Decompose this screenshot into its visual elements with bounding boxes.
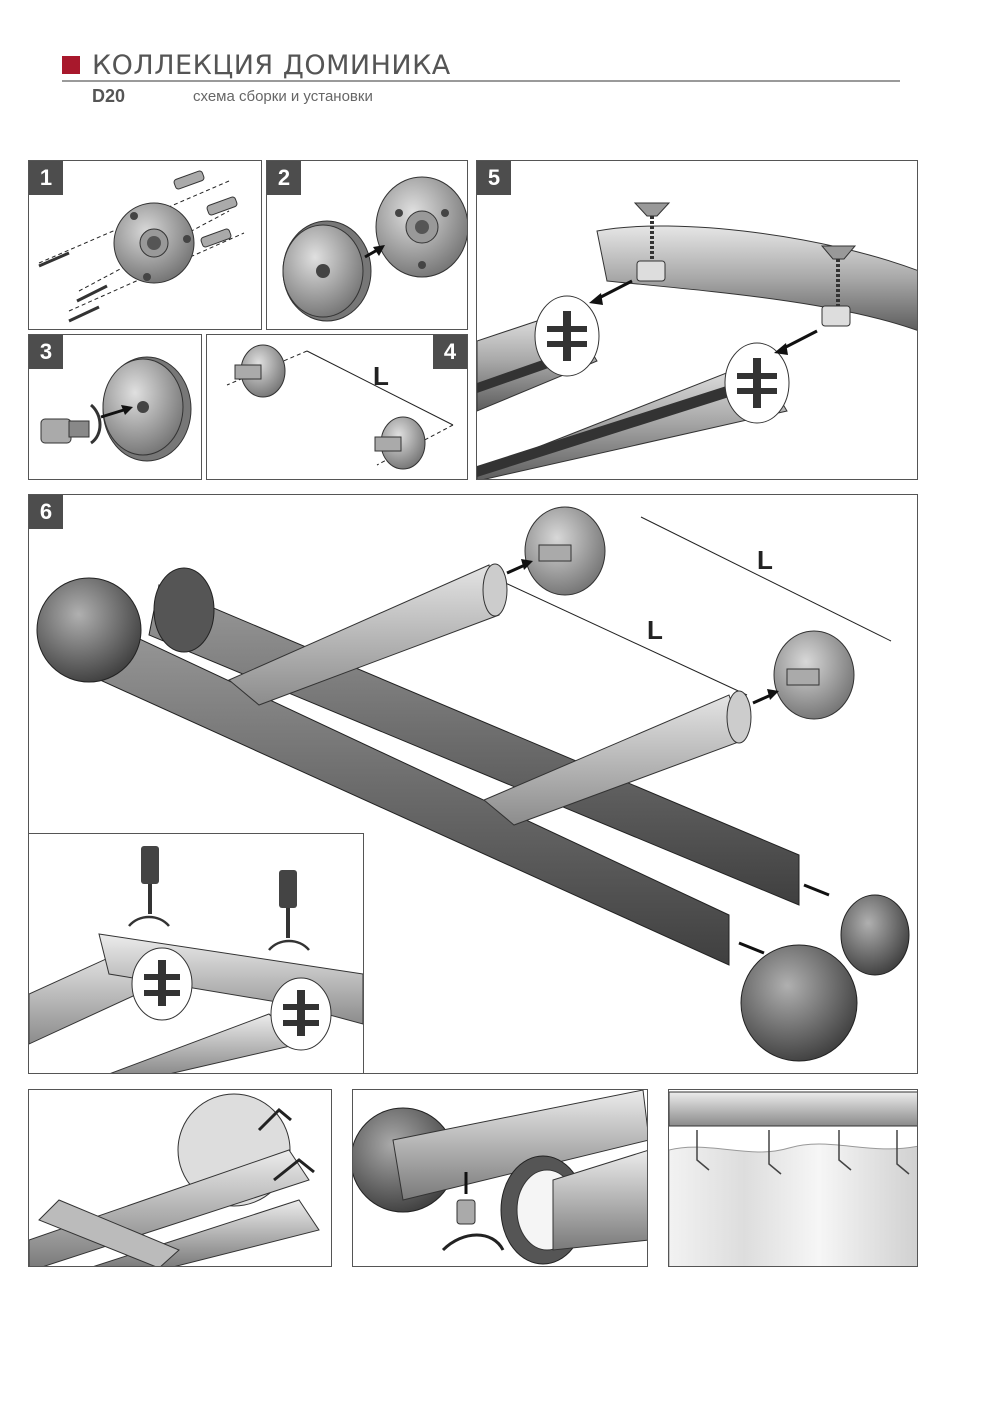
document-subtitle: схема сборки и установки	[193, 88, 373, 105]
step-1-panel: 1	[28, 160, 262, 330]
step-6-inset-detail	[29, 833, 364, 1073]
step-2-badge: 2	[267, 161, 301, 195]
spacing-measure-illustration	[226, 344, 454, 470]
bottom-panel-c	[668, 1089, 918, 1267]
step-4-panel: 4 L	[206, 334, 468, 480]
brand-square-icon	[62, 56, 80, 74]
step-1-badge: 1	[29, 161, 63, 195]
model-code: D20	[92, 86, 126, 106]
step-3-badge: 3	[29, 335, 63, 369]
step-2-panel: 2	[266, 160, 468, 330]
cap-attach-illustration	[282, 176, 467, 322]
full-rod-assembly-illustration	[36, 506, 910, 1062]
runner-insert-illustration	[353, 1090, 647, 1265]
screw-fixing-detail-illustration	[29, 846, 363, 1073]
collection-title: КОЛЛЕКЦИЯ ДОМИНИКА	[92, 50, 451, 81]
step-6-panel: 6 L L	[28, 494, 918, 1074]
step-3-panel: 3	[28, 334, 202, 480]
curtain-hooks-illustration	[669, 1091, 917, 1266]
step-4-badge: 4	[433, 335, 467, 369]
step-5-panel: 5	[476, 160, 918, 480]
step-6-badge: 6	[29, 495, 63, 529]
step-4-distance-label: L	[373, 361, 389, 391]
hex-key-tightening-illustration	[29, 1093, 320, 1266]
bottom-panel-b	[352, 1089, 648, 1267]
header-divider	[62, 80, 900, 82]
bracket-assembly-illustration	[477, 202, 917, 479]
bottom-panel-a	[28, 1089, 332, 1267]
step-6-lower-distance-label: L	[647, 615, 663, 645]
step-6-upper-distance-label: L	[757, 545, 773, 575]
wall-mount-drilling-illustration	[38, 170, 245, 323]
bolt-insert-illustration	[40, 356, 192, 462]
step-5-badge: 5	[477, 161, 511, 195]
